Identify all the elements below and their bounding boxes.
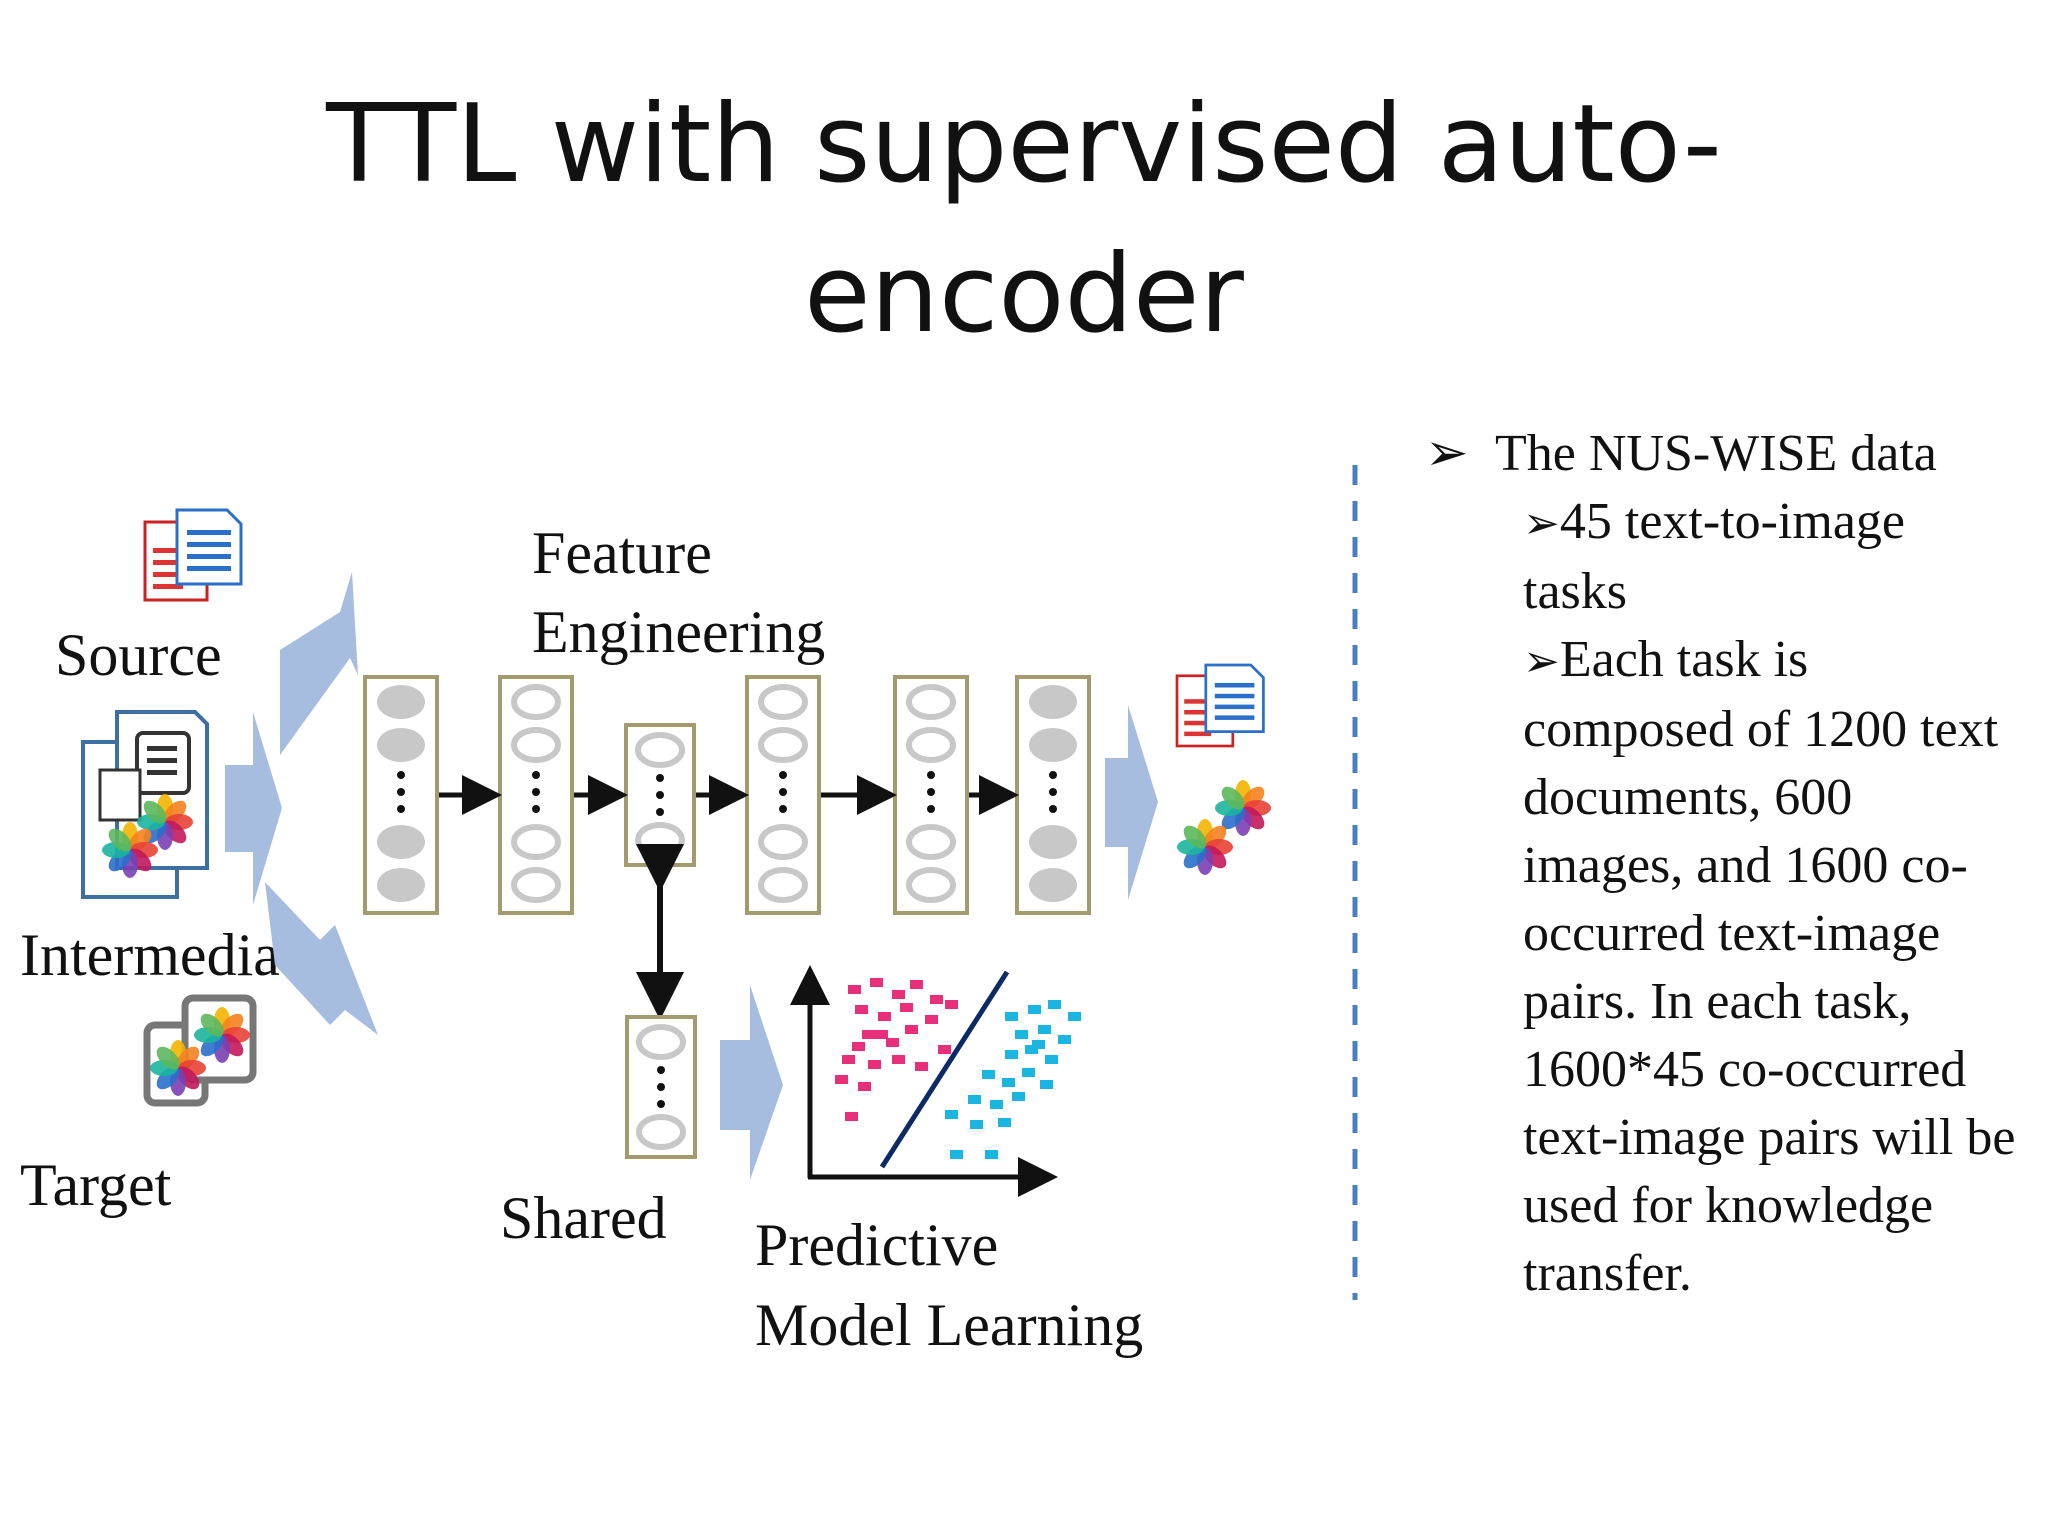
layer-1 [363,675,439,915]
target-photo-icon [143,994,257,1107]
predictive-label-line2: Model Learning [755,1292,1143,1358]
source-flow-arrow [280,572,358,755]
predictive-flow-arrow [720,985,783,1180]
intermediates-icon [81,710,209,899]
intermediates-flow-arrow [225,712,282,905]
sub-bullet-2: ➢Each task is composed of 1200 text docu… [1425,626,2048,1308]
sub-bullet-2-line: pairs. In each task, [1523,973,1912,1030]
predictive-label-line1: Predictive [755,1212,998,1278]
sub-bullet-arrow-icon: ➢ [1523,637,1560,686]
feature-engineering-label-line2: Engineering [532,599,825,665]
sub-bullet-1-line: tasks [1523,563,1627,620]
bullet-list: ➢The NUS-WISE data ➢45 text-to-image tas… [1425,420,2048,1308]
scatter-plot-icon [790,965,1081,1197]
output-flow-arrow [1105,705,1158,900]
layer-2 [498,675,574,915]
sub-bullet-2-line: occurred text-image [1523,905,1941,962]
sub-bullet-2-line: text-image pairs will be [1523,1109,2016,1166]
sub-bullet-arrow-icon: ➢ [1523,499,1560,548]
bullet-arrow-icon: ➢ [1425,425,1469,482]
sub-bullet-2-line: transfer. [1523,1245,1692,1302]
sub-bullet-1: ➢45 text-to-image tasks [1425,488,2048,626]
feature-engineering-label-line1: Feature [532,520,712,586]
sub-bullet-2-line: composed of 1200 text [1523,701,1999,758]
source-document-icon [143,508,243,602]
shared-layer [625,1015,697,1159]
sub-bullet-2-line: used for knowledge [1523,1177,1934,1234]
slide-title: TTL with supervised auto- encoder [0,70,2048,370]
sub-bullet-2-line: documents, 600 [1523,769,1853,826]
target-flow-arrow [265,882,378,1035]
shared-label: Shared [500,1185,667,1251]
title-line-2: encoder [804,232,1244,357]
target-label: Target [20,1152,172,1218]
output-document-icon [1175,663,1265,748]
layer-4 [745,675,821,915]
layer-5 [893,675,969,915]
output-photo-icon [1177,780,1271,875]
sub-bullet-2-line: images, and 1600 co- [1523,837,1968,894]
sub-bullet-2-line: Each task is [1559,631,1809,688]
source-label: Source [55,622,222,688]
bullet-main: ➢ The NUS-WISE data [1425,420,2048,488]
title-line-1: TTL with supervised auto- [326,82,1722,207]
sub-bullet-1-line: 45 text-to-image [1559,493,1905,550]
bullet-main-text: The NUS-WISE data [1495,425,1937,482]
layer-6 [1015,675,1091,915]
layer-bottleneck [624,723,696,867]
sub-bullet-2-line: 1600*45 co-occurred [1523,1041,1967,1098]
